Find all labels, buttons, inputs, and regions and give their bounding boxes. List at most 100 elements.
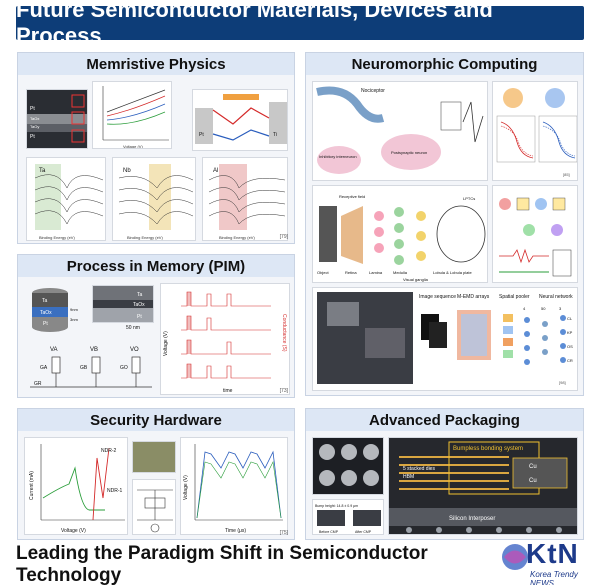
pim-tem-image: Ta TaOx Pt (92, 285, 154, 323)
xps-label-ta: Ta (39, 168, 46, 174)
security-hardware-title: Security Hardware (18, 409, 294, 431)
xps-label-al: Al (213, 168, 218, 174)
pipeline-spatial-pooler: Spatial pooler (499, 294, 530, 300)
xps-panel-al: Al Binding Energy (eV) (202, 157, 288, 241)
memristive-ref: [79] (279, 234, 288, 240)
band-label-ti: Ti (273, 132, 277, 138)
node-ga: GA (40, 365, 48, 371)
stack-label-pt-bottom: Pt (30, 134, 35, 140)
cmp-comparison: Bump height: 14.8 ± 0.9 μm Before CMP Af… (312, 499, 384, 535)
output-cr: CR (567, 358, 573, 363)
node-vo: VO (130, 347, 139, 353)
motion-pipeline-diagram: Image sequence M-EMD arrays Spatial pool… (312, 287, 578, 391)
iv-x-label: Voltage (V) (123, 144, 143, 149)
neuromorphic-computing-panel: Neuromorphic Computing Nociceptor Inhibi… (305, 52, 584, 396)
after-cmp-label: After CMP (355, 530, 372, 534)
bump-sem-image (312, 437, 384, 495)
net-size-4: 4 (523, 306, 526, 311)
schematic-diagram (132, 479, 176, 535)
logo-subtitle: Korea Trendy NEWS (530, 570, 578, 585)
xps-panel-ta: Ta Binding Energy (eV) (26, 157, 106, 241)
xps-axis-ta: Binding Energy (eV) (39, 235, 75, 240)
security-iv-x: Voltage (V) (61, 528, 86, 534)
xps-axis-al: Binding Energy (eV) (219, 235, 255, 240)
security-ref: [75] (279, 530, 288, 536)
label-lptcs: LPTCs (463, 196, 475, 201)
advanced-packaging-title: Advanced Packaging (306, 409, 583, 431)
label-inhibitory: Inhibitory interneuron (319, 154, 357, 159)
nociceptor-diagram: Nociceptor Inhibitory interneuron Postsy… (312, 81, 488, 181)
label-lobula: Lobula & Lobula plate (433, 270, 472, 275)
xps-label-nb: Nb (123, 168, 131, 174)
tem-ta: Ta (137, 292, 143, 298)
stacked-dies-label: 5 stacked dies (403, 466, 435, 472)
pim-axis-y: Voltage (V) (163, 331, 169, 356)
bump-height-label: Bump height: 14.8 ± 0.9 μm (315, 504, 358, 508)
pim-ref: [73] (279, 388, 288, 394)
layer-pt: Pt (43, 321, 48, 327)
node-gb: GB (80, 365, 88, 371)
tem-pt: Pt (137, 314, 142, 320)
logo-text: KtN (526, 538, 579, 569)
pim-circuit: VA VB VO GA GB GO GR (26, 339, 156, 395)
pim-panel: Process in Memory (PIM) Ta TaOx Pt 9nm 3… (17, 254, 295, 398)
label-nociceptor: Nociceptor (361, 88, 385, 94)
net-size-3: 3 (559, 306, 562, 311)
security-time-y: Voltage (V) (183, 475, 189, 500)
neuro-ref-98: [98] (559, 380, 566, 385)
cu-label-bottom: Cu (529, 478, 537, 484)
net-size-50: 50 (541, 306, 546, 311)
iv-curve-plot: Voltage (V) (92, 81, 172, 149)
stack-label-taoy: TaOy (30, 124, 39, 129)
tem-image: Pt TaOx TaOy Pt (26, 89, 88, 149)
security-time-x: Time (μs) (225, 528, 246, 534)
node-vb: VB (90, 347, 98, 353)
device-cylinder: Ta TaOx Pt 9nm 3nm (26, 283, 88, 335)
label-postsynaptic: Postsynaptic neuron (391, 150, 427, 155)
label-lamina: Lamina (369, 270, 383, 275)
thickness-3nm: 3nm (70, 317, 78, 322)
security-hardware-panel: Security Hardware NDR-2 NDR-1 Voltage (V… (17, 408, 295, 540)
tem-taox: TaOx (133, 302, 145, 308)
pim-waveforms: time Voltage (V) Conductance (S) (160, 283, 290, 395)
label-receptive-field: Receptive field (339, 194, 365, 199)
output-os: OS (567, 344, 573, 349)
pipeline-image-sequence: Image sequence (419, 294, 456, 300)
pim-axis-y2: Conductance (S) (281, 314, 287, 352)
pipeline-neural-network: Neural network (539, 294, 573, 300)
page-title: Future Semiconductor Materials, Devices … (16, 0, 584, 48)
neuro-ref-85: [85] (563, 172, 570, 177)
memristive-physics-panel: Memristive Physics Pt TaOx TaOy Pt (17, 52, 295, 244)
ktn-logo[interactable]: KtN Korea Trendy NEWS (500, 538, 596, 585)
label-visual-ganglia: Visual ganglia (403, 277, 429, 282)
ndr-iv-plot: NDR-2 NDR-1 Voltage (V) Current (mA) (24, 437, 128, 535)
scale-bar-label: 50 nm (126, 325, 140, 331)
stack-label-pt-top: Pt (30, 106, 35, 112)
output-cl: CL (567, 316, 573, 321)
node-go: GO (120, 365, 128, 371)
thickness-9nm: 9nm (70, 307, 78, 312)
circuit-board-photo (132, 441, 176, 473)
band-diagram: Pt Ti (192, 89, 288, 151)
hysteresis-plots: [85] (492, 81, 578, 181)
xps-panel-nb: Nb Binding Energy (eV) (112, 157, 196, 241)
hbm-label: HBM (403, 474, 414, 480)
logo-globe-icon (502, 544, 528, 570)
hbm-cross-section: Bumpless bonding system Cu Cu 5 stacked … (388, 437, 578, 535)
label-retina: Retina (345, 270, 357, 275)
before-cmp-label: Before CMP (319, 530, 339, 534)
pim-title: Process in Memory (PIM) (18, 255, 294, 277)
neuromorphic-computing-title: Neuromorphic Computing (306, 53, 583, 75)
node-va: VA (50, 347, 58, 353)
ndr-1-label: NDR-1 (107, 488, 122, 494)
cu-label-top: Cu (529, 464, 537, 470)
label-object: Object (317, 270, 329, 275)
memristive-physics-title: Memristive Physics (18, 53, 294, 75)
neuron-block-diagram (492, 185, 578, 283)
xps-axis-nb: Binding Energy (eV) (127, 235, 163, 240)
layer-ta: Ta (42, 298, 48, 304)
advanced-packaging-panel: Advanced Packaging Bump height: 14.8 ± 0… (305, 408, 584, 540)
fly-visual-system-diagram: Receptive field Object Retina Lamina Med… (312, 185, 488, 283)
ndr-2-label: NDR-2 (101, 448, 116, 454)
band-label-pt: Pt (199, 132, 204, 138)
